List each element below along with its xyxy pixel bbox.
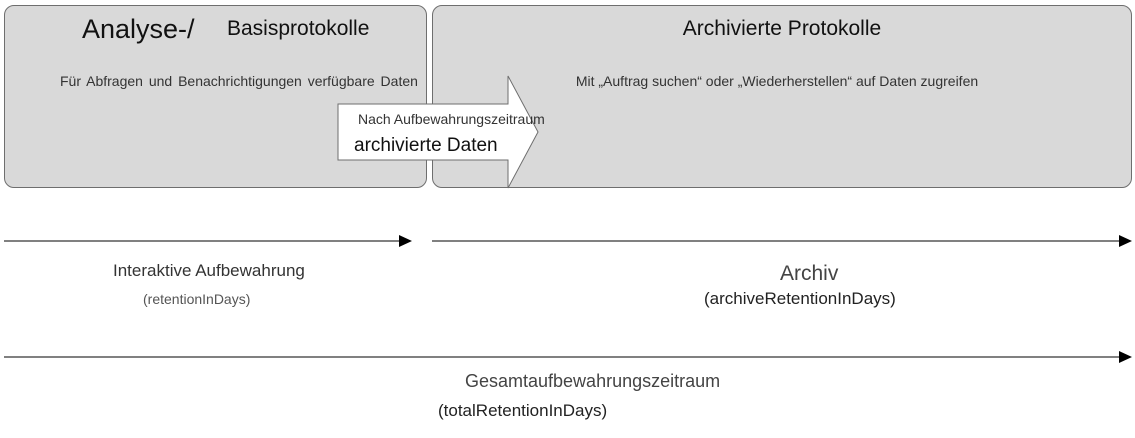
- total-retention-label: Gesamtaufbewahrungszeitraum: [465, 371, 721, 391]
- right-panel-description: Mit „Auftrag suchen“ oder „Wiederherstel…: [575, 73, 979, 89]
- total-retention-parameter: (totalRetentionInDays): [438, 401, 608, 420]
- left-panel-title-part2: Basisprotokolle: [227, 17, 370, 40]
- left-panel-title-part1: Analyse-/: [82, 14, 195, 44]
- interactive-retention-label: Interaktive Aufbewahrung: [113, 261, 305, 280]
- archive-retention-parameter: (archiveRetentionInDays): [704, 289, 896, 308]
- total-timeline-arrow: [4, 351, 1132, 363]
- interactive-timeline-arrow: [4, 235, 412, 247]
- transition-arrow-shape: [337, 75, 539, 189]
- interactive-retention-parameter: (retentionInDays): [143, 291, 251, 307]
- archive-label: Archiv: [780, 262, 839, 285]
- transition-arrow-line2: archivierte Daten: [354, 135, 498, 156]
- right-panel-title: Archivierte Protokolle: [682, 17, 882, 40]
- archive-timeline-arrow: [432, 235, 1132, 247]
- transition-arrow-line1: Nach Aufbewahrungszeitraum: [358, 111, 545, 127]
- left-panel-description: Für Abfragen und Benachrichtigungen verf…: [60, 73, 418, 89]
- archived-logs-panel: [432, 5, 1132, 188]
